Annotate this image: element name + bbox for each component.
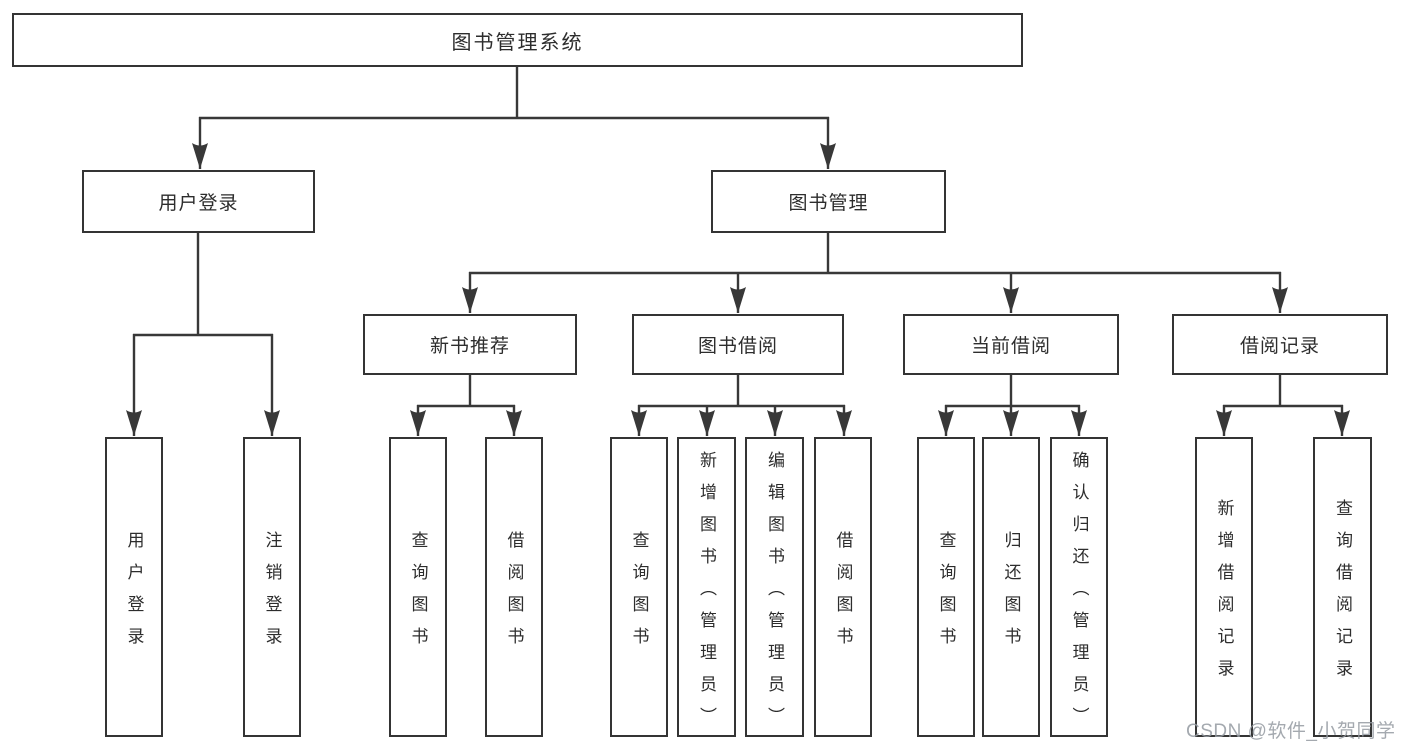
leaf-borrow-books-recommend-label: 借阅图书: [504, 530, 524, 659]
leaf-query-books-recommend-label: 查询图书: [408, 530, 428, 659]
leaf-edit-book-admin-label: 编辑图书（管理员）: [765, 450, 784, 739]
node-borrowing-records: 借阅记录: [1172, 314, 1388, 375]
leaf-query-books-current: 查询图书: [917, 437, 975, 737]
leaf-query-books-borrowing: 查询图书: [610, 437, 668, 737]
node-book-borrowing: 图书借阅: [632, 314, 844, 375]
leaf-confirm-return-admin: 确认归还（管理员）: [1050, 437, 1108, 739]
leaf-query-books-current-label: 查询图书: [936, 530, 956, 659]
csdn-watermark: CSDN @软件_小贺同学: [1186, 721, 1396, 742]
node-current-borrowing: 当前借阅: [903, 314, 1119, 375]
connector-manage-children: [462, 233, 1288, 313]
leaf-add-book-admin: 新增图书（管理员）: [677, 437, 736, 739]
leaf-add-borrow-record-label: 新增借阅记录: [1214, 498, 1234, 691]
leaf-borrow-books-recommend: 借阅图书: [485, 437, 543, 737]
leaf-user-login-label: 用户登录: [124, 530, 144, 659]
node-user-login: 用户登录: [82, 170, 315, 233]
leaf-query-borrow-record: 查询借阅记录: [1313, 437, 1372, 737]
leaf-borrow-books-borrowing-label: 借阅图书: [833, 530, 853, 659]
leaf-query-borrow-record-label: 查询借阅记录: [1333, 498, 1352, 691]
leaf-query-books-recommend: 查询图书: [389, 437, 447, 737]
leaf-user-login: 用户登录: [105, 437, 163, 737]
leaf-add-book-admin-label: 新增图书（管理员）: [697, 450, 716, 739]
node-root: 图书管理系统: [12, 13, 1023, 67]
node-new-book-recommend: 新书推荐: [363, 314, 577, 375]
leaf-add-borrow-record: 新增借阅记录: [1195, 437, 1253, 737]
leaf-return-book-label: 归还图书: [1001, 530, 1021, 659]
leaf-return-book: 归还图书: [982, 437, 1040, 737]
connector-root-to-level2: [192, 67, 836, 169]
leaf-edit-book-admin: 编辑图书（管理员）: [745, 437, 804, 739]
leaf-borrow-books-borrowing: 借阅图书: [814, 437, 872, 737]
connector-current-children: [938, 375, 1087, 436]
leaf-confirm-return-admin-label: 确认归还（管理员）: [1069, 450, 1089, 739]
leaf-logout-label: 注销登录: [262, 530, 282, 659]
connector-login-children: [126, 233, 280, 436]
connector-recommend-children: [410, 375, 522, 436]
leaf-query-books-borrowing-label: 查询图书: [629, 530, 649, 659]
leaf-logout: 注销登录: [243, 437, 301, 737]
connector-borrowing-children: [631, 375, 852, 436]
connector-records-children: [1216, 375, 1350, 436]
node-book-management: 图书管理: [711, 170, 946, 233]
